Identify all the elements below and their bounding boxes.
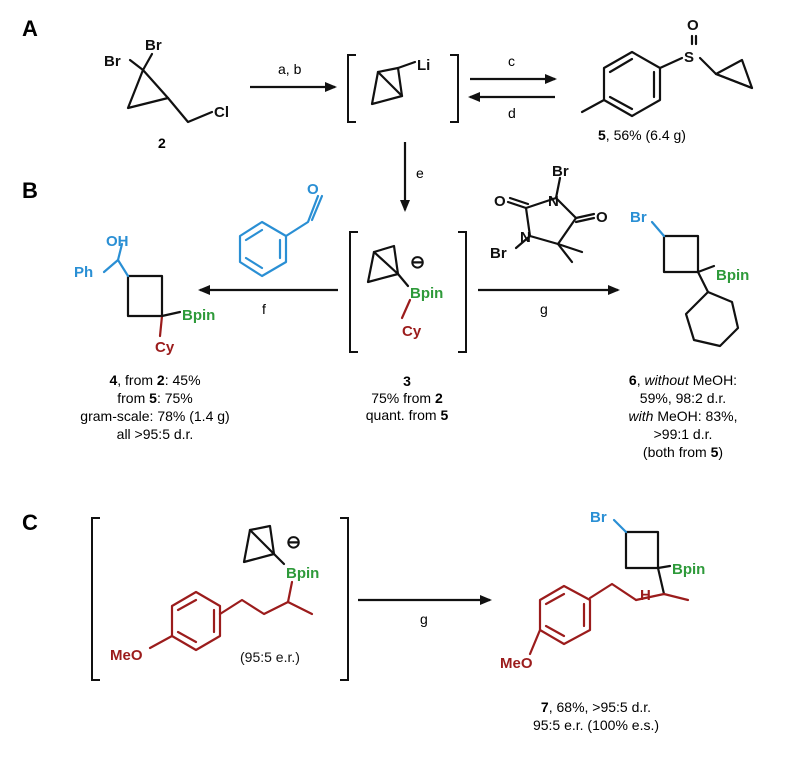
atom-o: O — [596, 209, 608, 226]
atom-n: N — [520, 229, 531, 246]
condition-g-panel-c: g — [420, 611, 428, 627]
panel-c-boronate-structure: ⊖ Bpin MeO (95:5 e.r.) — [91, 517, 349, 681]
boronate-charge: ⊖ — [410, 252, 425, 272]
compound-4-caption-line1: 4, from 2: 45% — [109, 372, 200, 388]
atom-br: Br — [630, 209, 647, 226]
dbdmh-structure: O O N N Br Br — [490, 163, 608, 264]
atom-br: Br — [145, 37, 162, 54]
condition-e: e — [416, 165, 424, 181]
atom-bpin: Bpin — [672, 561, 705, 578]
condition-f: f — [262, 301, 266, 317]
benzaldehyde-structure: O — [238, 181, 324, 278]
compound-7-caption-line2: 95:5 e.r. (100% e.s.) — [533, 717, 659, 733]
atom-ph: Ph — [74, 264, 93, 281]
atom-s: S — [684, 49, 694, 66]
compound-6-caption-line5: (both from 5) — [643, 444, 723, 460]
atom-cl: Cl — [214, 104, 229, 121]
compound-4-caption-line4: all >95:5 d.r. — [117, 426, 194, 442]
atom-bpin: Bpin — [716, 267, 749, 284]
atom-meo: MeO — [500, 655, 533, 672]
atom-bpin: Bpin — [182, 307, 215, 324]
condition-g: g — [540, 301, 548, 317]
compound-3-label: 3 — [403, 373, 411, 389]
compound-5-structure: S O — [580, 17, 754, 118]
atom-h: H — [640, 587, 651, 604]
compound-4-caption-line2: from 5: 75% — [117, 390, 193, 406]
compound-7-structure: Br Bpin H MeO — [500, 509, 705, 672]
atom-br: Br — [590, 509, 607, 526]
atom-br: Br — [552, 163, 569, 180]
panel-label-a: A — [22, 16, 38, 41]
atom-o: O — [494, 193, 506, 210]
boronate-charge: ⊖ — [286, 532, 301, 552]
condition-c: c — [508, 53, 515, 69]
compound-6-caption-line4: >99:1 d.r. — [654, 426, 713, 442]
compound-6-structure: Br Bpin — [630, 209, 749, 348]
compound-6-caption-line3: with MeOH: 83%, — [629, 408, 738, 424]
compound-4-caption-line3: gram-scale: 78% (1.4 g) — [80, 408, 229, 424]
compound-3-caption-line2: 75% from 2 — [371, 390, 443, 406]
condition-d: d — [508, 105, 516, 121]
compound-7-caption-line1: 7, 68%, >95:5 d.r. — [541, 699, 651, 715]
bicyclobutyl-lithium: Li — [347, 54, 459, 123]
atom-n: N — [548, 193, 559, 210]
condition-ab: a, b — [278, 61, 302, 77]
atom-bpin: Bpin — [410, 285, 443, 302]
atom-cy: Cy — [402, 323, 422, 340]
panel-label-c: C — [22, 510, 38, 535]
atom-bpin: Bpin — [286, 565, 319, 582]
atom-cy: Cy — [155, 339, 175, 356]
atom-meo: MeO — [110, 647, 143, 664]
compound-2-structure: Br Br Cl — [104, 37, 229, 124]
compound-2-label: 2 — [158, 135, 166, 151]
compound-5-label: 5, 56% (6.4 g) — [598, 127, 686, 143]
panel-label-b: B — [22, 178, 38, 203]
compound-6-caption-line2: 59%, 98:2 d.r. — [640, 390, 726, 406]
atom-o: O — [687, 17, 699, 34]
enantiomeric-ratio-label: (95:5 e.r.) — [240, 649, 300, 665]
compound-3-structure: ⊖ Bpin Cy — [349, 231, 467, 353]
compound-6-caption-line1: 6, without MeOH: — [629, 372, 737, 388]
compound-3-caption-line3: quant. from 5 — [366, 407, 449, 423]
atom-br: Br — [104, 53, 121, 70]
atom-o: O — [307, 181, 319, 198]
atom-oh: OH — [106, 233, 129, 250]
compound-4-structure: OH Ph Bpin Cy — [74, 233, 215, 356]
atom-li: Li — [417, 57, 430, 74]
atom-br: Br — [490, 245, 507, 262]
